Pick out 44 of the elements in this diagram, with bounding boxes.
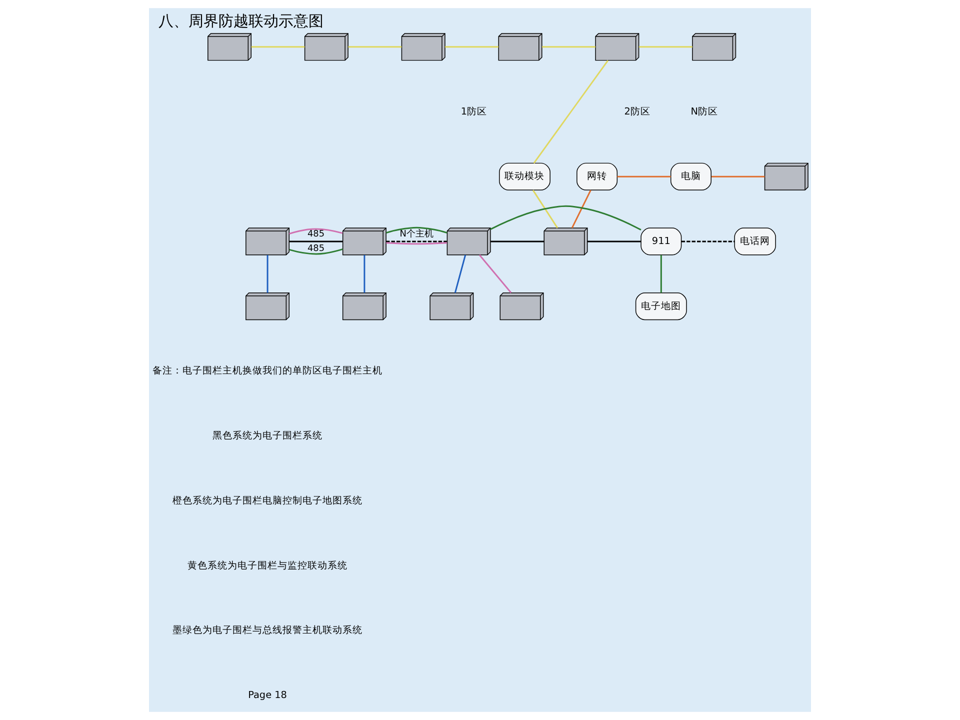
label: 橙色系统为电子围栏电脑控制电子地图系统	[172, 495, 363, 506]
connector	[478, 254, 512, 294]
label: 1防区	[460, 106, 488, 118]
connector	[490, 240, 544, 242]
node-box: 电子地图	[635, 292, 687, 320]
connector	[251, 46, 305, 48]
connector	[681, 240, 734, 242]
connector	[490, 205, 642, 230]
connector	[533, 60, 609, 164]
connector	[542, 46, 596, 48]
node-box: 911	[640, 228, 682, 256]
edge-label: N个主机	[400, 230, 434, 240]
connector	[532, 190, 558, 228]
connector	[711, 176, 765, 178]
connector	[386, 240, 447, 242]
label: 2防区	[624, 106, 650, 118]
node-box: 网转	[576, 162, 618, 190]
node-box: 电话网	[734, 228, 776, 256]
label: 备注：电子围栏主机换做我们的单防区电子围栏主机	[152, 366, 383, 377]
connector	[638, 46, 692, 48]
connector	[571, 190, 592, 228]
connector	[587, 240, 641, 242]
connector	[660, 255, 662, 293]
connector	[386, 226, 448, 234]
connector	[289, 240, 343, 242]
node-box: 联动模块	[499, 162, 550, 190]
connector	[348, 46, 402, 48]
edge-label: 485	[307, 230, 325, 240]
connector	[617, 176, 671, 178]
connector	[454, 254, 466, 293]
label: N防区	[690, 106, 718, 118]
label: 黄色系统为电子围栏与监控联动系统	[188, 560, 348, 572]
connector	[445, 46, 499, 48]
connector	[386, 242, 448, 245]
connector	[289, 248, 343, 255]
connector	[266, 255, 268, 293]
connector	[289, 228, 343, 234]
label: Page 18	[248, 690, 287, 702]
edge-label: 485	[307, 244, 325, 254]
label: 墨绿色为电子围栏与总线报警主机联动系统	[172, 625, 363, 636]
node-box: 电脑	[670, 162, 712, 190]
connector	[364, 255, 366, 293]
label: 黑色系统为电子围栏系统	[212, 430, 323, 442]
diagram-title: 八、周界防越联动示意图	[158, 12, 324, 30]
